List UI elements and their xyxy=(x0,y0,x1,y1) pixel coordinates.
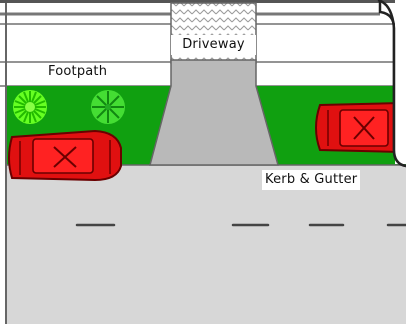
driveway-label: Driveway xyxy=(171,35,256,55)
bush-icon xyxy=(91,90,125,124)
footpath-label: Footpath xyxy=(48,64,107,80)
overlay-panel xyxy=(395,0,406,164)
bush-icon xyxy=(13,90,47,124)
driveway-slab xyxy=(150,60,278,165)
kerb-gutter-label: Kerb & Gutter xyxy=(262,170,360,190)
car-icon xyxy=(9,131,121,180)
car-icon xyxy=(316,103,400,152)
